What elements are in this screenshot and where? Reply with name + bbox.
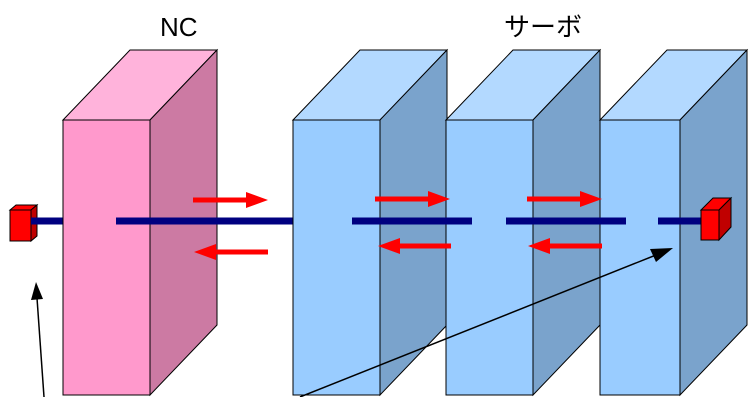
servo-label: サーボ bbox=[504, 12, 583, 42]
servo1-to-nc-arrow bbox=[194, 244, 268, 260]
servo1-to-servo2-arrow bbox=[375, 191, 450, 207]
nc-label: NC bbox=[160, 12, 198, 42]
servo3-to-servo2-arrow bbox=[528, 238, 602, 254]
pointer-arrow-right-terminator bbox=[299, 248, 673, 398]
nc-block bbox=[61, 48, 219, 397]
right-terminator bbox=[699, 196, 733, 242]
servo2-to-servo1-arrow bbox=[378, 238, 451, 254]
left-terminator bbox=[8, 203, 39, 243]
servo2-to-servo3-arrow bbox=[527, 191, 602, 207]
nc-to-servo1-arrow bbox=[193, 192, 268, 208]
pointer-arrow-left-terminator bbox=[31, 282, 45, 398]
